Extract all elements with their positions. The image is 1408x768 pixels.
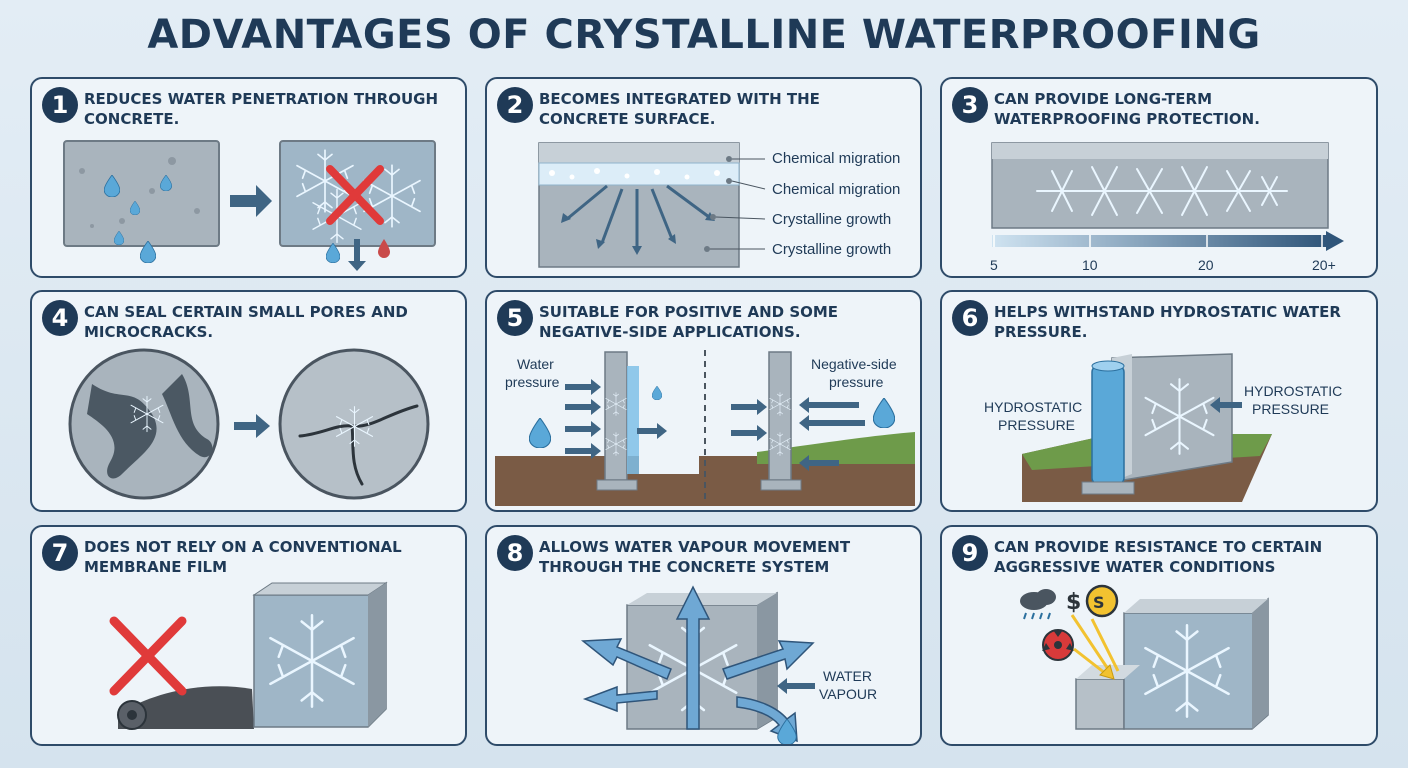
card-1: 1 REDUCES WATER PENETRATION THROUGH CONC… [30,77,467,278]
label-chemical-migration: Chemical migration [772,150,900,167]
card-number-badge: 6 [952,300,988,336]
label-negative-side-pressure: pressure [829,374,884,390]
label-hydrostatic-pressure-right: PRESSURE [1252,401,1329,417]
card-heading: HELPS WITHSTAND HYDROSTATIC WATER PRESSU… [994,303,1341,341]
pore-sealing-illustration [68,348,430,500]
long-term-protection-illustration: 5 10 20 20+ [990,142,1344,273]
water-drop-icon [529,418,551,448]
label-chemical-migration: Chemical migration [772,181,900,198]
water-column [1091,365,1125,485]
card-number-badge: 8 [497,535,533,571]
arrow-right-icon [234,414,270,438]
red-cross-icon [109,616,187,696]
label-crystalline-growth: Crystalline growth [772,211,891,228]
card-heading: REDUCES WATER PENETRATION THROUGH CONCRE… [84,90,439,128]
dollar-sign-icon: $ [1066,590,1081,615]
water-vapour-illustration: WATER VAPOUR [580,585,877,744]
page-title: ADVANTAGES OF CRYSTALLINE WATERPROOFING [147,12,1261,58]
migration-arrows [566,184,710,249]
aggressive-water-illustration: $ S [1020,584,1269,730]
card-heading: CAN PROVIDE RESISTANCE TO CERTAIN AGGRES… [994,538,1323,576]
card-6: 6 HELPS WITHSTAND HYDROSTATIC WATER PRES… [940,290,1378,512]
timeline-tick: 5 [990,257,998,273]
card-heading: ALLOWS WATER VAPOUR MOVEMENT THROUGH THE… [539,538,851,576]
timeline-tick: 20+ [1312,257,1336,273]
label-hydrostatic-pressure-left: PRESSURE [998,417,1075,433]
card-5: 5 SUITABLE FOR POSITIVE AND SOME NEGATIV… [485,290,922,512]
vapour-arrows [580,585,815,743]
label-hydrostatic-pressure-right: HYDROSTATIC [1244,383,1342,399]
card-heading: DOES NOT RELY ON A CONVENTIONAL MEMBRANE… [84,538,402,576]
card-9: 9 CAN PROVIDE RESISTANCE TO CERTAIN AGGR… [940,525,1378,746]
porous-concrete-block [63,140,220,247]
card-number-badge: 9 [952,535,988,571]
timeline-tick: 10 [1082,257,1098,273]
crystal-concrete-cube [253,581,387,728]
label-water-pressure: Water [517,356,554,372]
card-number-badge: 5 [497,300,533,336]
timeline-tick: 20 [1198,257,1214,273]
hydrostatic-pressure-illustration: HYDROSTATIC PRESSURE HYDROSTATIC PRESSUR… [984,353,1342,502]
label-water-pressure: pressure [505,374,560,390]
svg-text:S: S [1093,593,1105,612]
card-4: 4 CAN SEAL CERTAIN SMALL PORES AND MICRO… [30,290,467,512]
card-heading: CAN SEAL CERTAIN SMALL PORES AND MICROCR… [84,303,408,341]
card-number-badge: 3 [952,87,988,123]
timeline-bar [992,235,1328,247]
arrow-left-icon [777,678,815,694]
label-crystalline-growth: Crystalline growth [772,241,891,258]
positive-negative-side-illustration: Water pressure Negative-side pressure [495,350,915,506]
card-number-badge: 1 [42,87,78,123]
label-negative-side-pressure: Negative-side [811,356,897,372]
red-cross-icon [326,165,384,225]
rain-cloud-icon [1020,589,1056,620]
card-number-badge: 4 [42,300,78,336]
water-drop-icon [873,398,895,428]
label-water-vapour: WATER [823,668,872,684]
card-8: 8 ALLOWS WATER VAPOUR MOVEMENT THROUGH T… [485,525,922,746]
card-number-badge: 2 [497,87,533,123]
arrow-down-icon [348,239,366,271]
no-membrane-illustration [109,581,388,730]
arrow-right-icon [230,185,272,217]
card-number-badge: 7 [42,535,78,571]
card-heading: CAN PROVIDE LONG-TERM WATERPROOFING PROT… [994,90,1260,128]
wall-positive-side [604,351,628,481]
arrow-left-icon [1210,397,1242,413]
wall-negative-side [768,351,792,481]
hazard-icon [1042,629,1074,661]
card-2: 2 BECOMES INTEGRATED WITH THE CONCRETE S… [485,77,922,278]
card-3: 3 CAN PROVIDE LONG-TERM WATERPROOFING PR… [940,77,1378,278]
card-heading: BECOMES INTEGRATED WITH THE CONCRETE SUR… [539,90,820,128]
water-penetration-illustration [63,140,436,271]
label-water-vapour: VAPOUR [819,686,877,702]
membrane-film [118,686,254,729]
crystal-band [1036,166,1288,216]
card-heading: SUITABLE FOR POSITIVE AND SOME NEGATIVE-… [539,303,839,341]
card-7: 7 DOES NOT RELY ON A CONVENTIONAL MEMBRA… [30,525,467,746]
chemical-coin-icon: S [1085,584,1119,618]
integration-cross-section: Chemical migration Chemical migration Cr… [538,142,900,268]
label-hydrostatic-pressure-left: HYDROSTATIC [984,399,1082,415]
